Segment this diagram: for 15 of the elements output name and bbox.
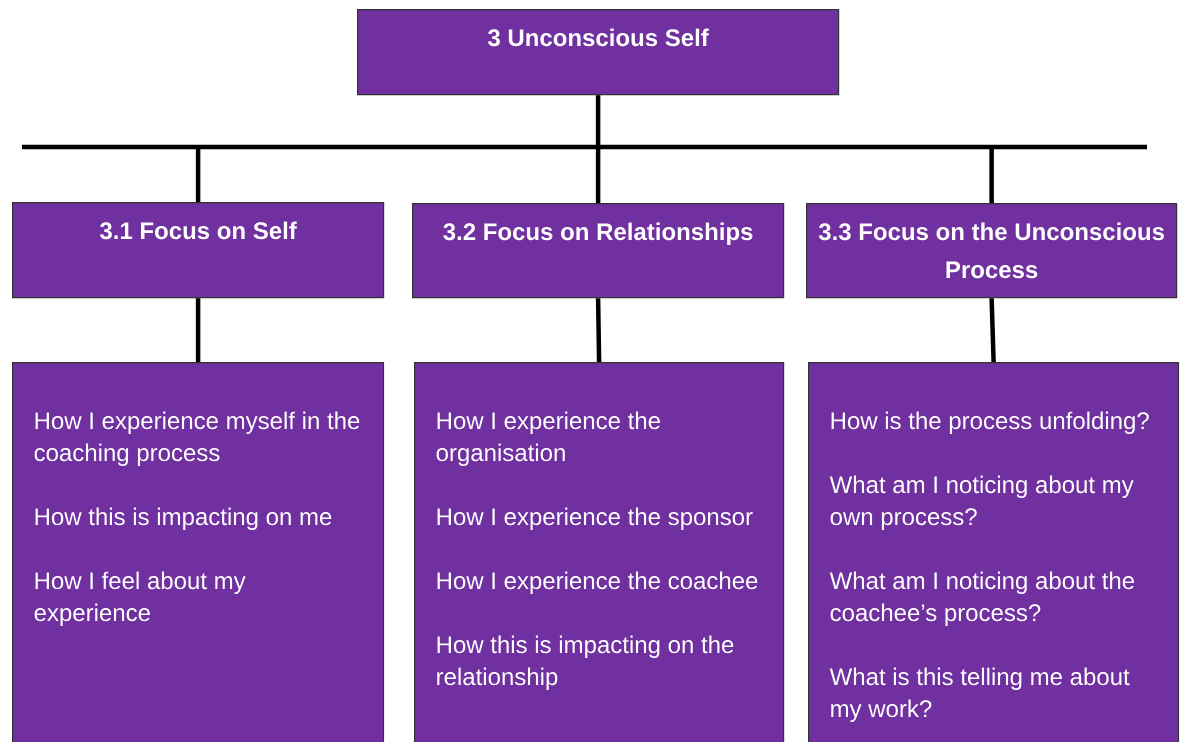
connector-bar	[22, 144, 1147, 150]
heading-box: 3.2 Focus on Relationships	[412, 203, 785, 299]
text-box: How is the process unfolding? What am I noticing about my own process? What am I noticing about the coachee’s process? What is this telling me about my work?	[808, 362, 1180, 742]
connector	[989, 298, 996, 363]
connector	[595, 298, 602, 363]
text-box: How I experience myself in the coaching process How this is impacting on me How I feel about my experience	[12, 362, 385, 742]
heading-box: 3 Unconscious Self	[357, 9, 840, 96]
heading-box: 3.3 Focus on the Unconscious Process	[806, 203, 1178, 299]
connector	[989, 147, 994, 203]
connector	[595, 147, 601, 203]
connector	[595, 95, 601, 147]
heading-box: 3.1 Focus on Self	[12, 202, 385, 299]
text-box: How I experience the organisation How I experience the sponsor How I experience the coachee How this is impacting on the relationship	[414, 362, 785, 742]
connector	[195, 298, 201, 362]
connector	[195, 147, 201, 202]
